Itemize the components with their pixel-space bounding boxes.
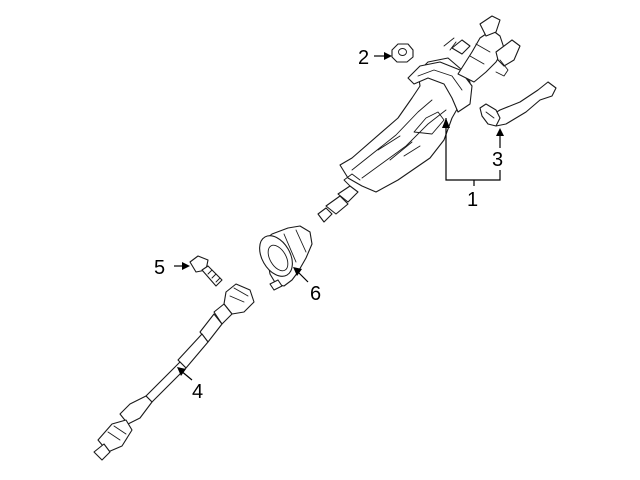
callout-1-group: 1 [442, 118, 501, 211]
callout-4: 4 [192, 381, 203, 403]
callout-5-group: 5 [154, 257, 190, 279]
callout-2-group: 2 [358, 47, 392, 69]
callout-5: 5 [154, 257, 165, 279]
callout-3-group: 3 [492, 128, 504, 171]
callout-1: 1 [467, 189, 478, 211]
boot-seal [259, 225, 313, 291]
callout-4-group: 4 [177, 367, 203, 403]
callout-6: 6 [310, 283, 321, 305]
callout-6-group: 6 [293, 267, 321, 305]
steering-column-assembly [317, 15, 521, 223]
tilt-lever [479, 81, 557, 127]
intermediate-shaft [93, 283, 255, 461]
callout-3: 3 [492, 149, 503, 171]
callout-2: 2 [358, 47, 369, 69]
nut-part [391, 43, 414, 63]
bolt-part [189, 255, 223, 287]
